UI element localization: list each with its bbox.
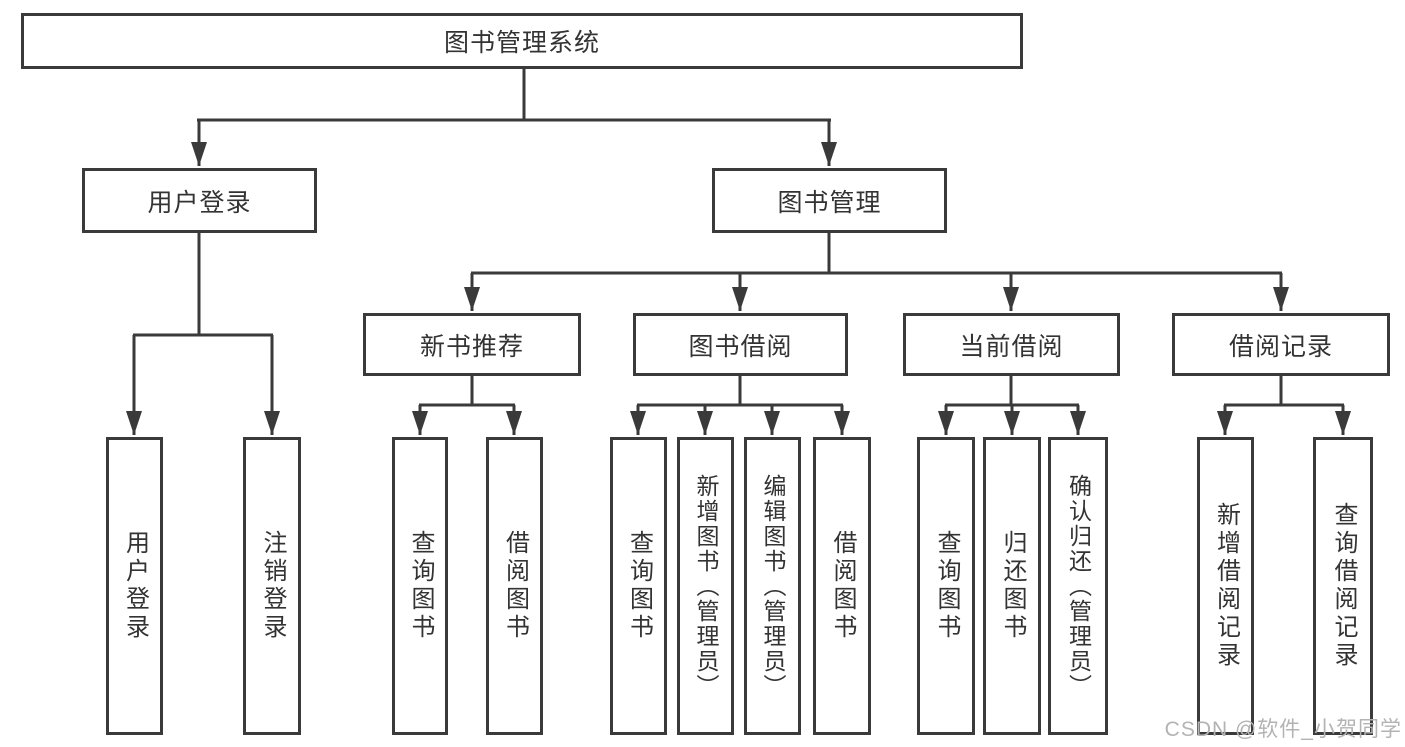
- leaf-confirm-return-admin: 确认归还（管理员）: [1048, 437, 1108, 735]
- leaf-borrow-books: 借阅图书: [813, 437, 871, 735]
- node-book-management: 图书管理: [712, 168, 947, 233]
- leaf-query-borrow-record: 查询借阅记录: [1313, 437, 1373, 735]
- node-user-login: 用户登录: [82, 168, 317, 233]
- leaf-user-login: 用户登录: [106, 437, 163, 735]
- leaf-return-books: 归还图书: [983, 437, 1041, 735]
- leaf-add-borrow-record: 新增借阅记录: [1197, 437, 1254, 735]
- leaf-query-books-recommend: 查询图书: [392, 437, 448, 735]
- node-root-system: 图书管理系统: [21, 13, 1023, 69]
- node-current-borrowing: 当前借阅: [903, 313, 1120, 376]
- node-book-borrowing: 图书借阅: [633, 313, 848, 376]
- leaf-logout: 注销登录: [243, 437, 301, 735]
- csdn-watermark: CSDN @软件_小贺同学: [1164, 718, 1402, 741]
- leaf-query-books-borrow: 查询图书: [610, 437, 667, 735]
- leaf-borrow-books-recommend: 借阅图书: [486, 437, 543, 735]
- node-new-book-recommendation: 新书推荐: [363, 313, 581, 376]
- node-borrowing-records: 借阅记录: [1172, 313, 1390, 376]
- leaf-edit-books-admin: 编辑图书（管理员）: [744, 437, 801, 735]
- leaf-add-books-admin: 新增图书（管理员）: [677, 437, 734, 735]
- leaf-query-books-current: 查询图书: [917, 437, 975, 735]
